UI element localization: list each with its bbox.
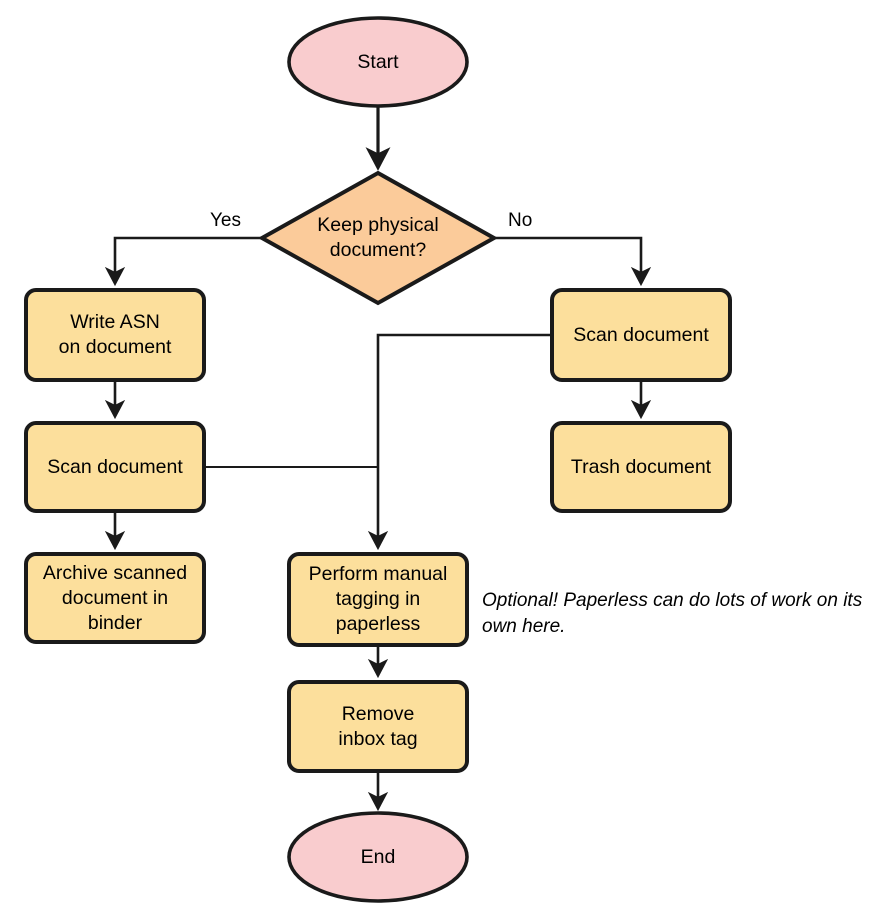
node-archive-shape[interactable] [24,552,206,644]
node-tagging-shape[interactable] [287,552,469,647]
note-optional-paperless: Optional! Paperless can do lots of work … [482,590,863,637]
edge-label-no: No [508,210,533,231]
node-decision-shape[interactable] [257,170,499,306]
edge-decision-no-to-scan-right [494,236,652,287]
node-scan-left-shape[interactable] [24,421,206,513]
edge-label-yes: Yes [210,210,241,231]
node-scan-right-shape[interactable] [550,288,732,382]
node-remove-inbox-shape[interactable] [287,680,469,773]
node-write-asn-shape[interactable] [24,288,206,382]
edge-decision-yes-to-write-asn [104,236,262,287]
edge-scan-right-to-tagging [367,333,552,551]
node-start-shape[interactable] [287,16,469,108]
node-end-shape[interactable] [287,811,469,903]
node-trash-shape[interactable] [550,421,732,513]
